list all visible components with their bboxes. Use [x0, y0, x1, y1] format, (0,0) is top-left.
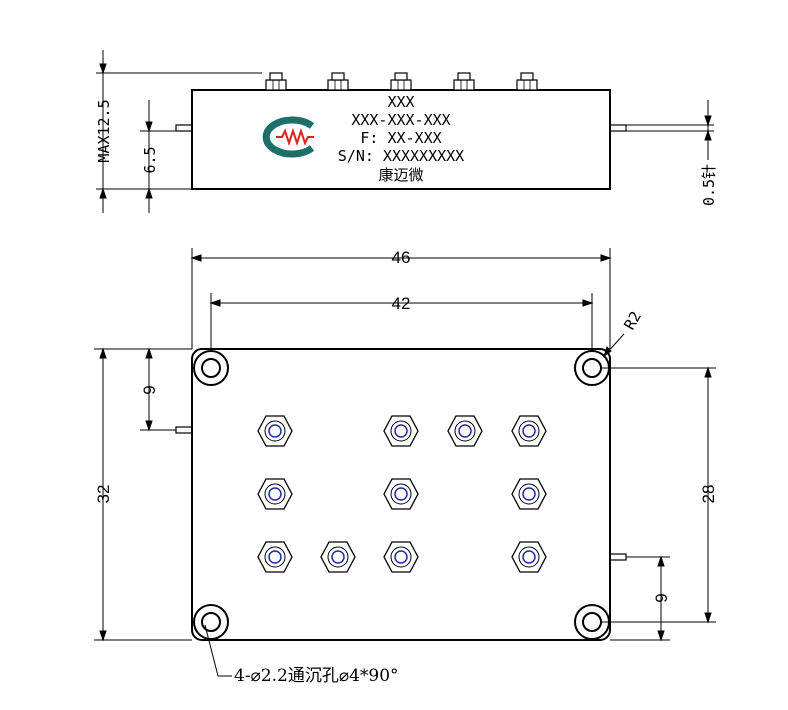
connector — [320, 541, 356, 573]
dim-right-pin-offset — [610, 555, 670, 642]
connector — [447, 415, 483, 447]
logo-c-shape — [262, 116, 315, 158]
mounting-hole — [193, 604, 229, 640]
connector-grid — [257, 415, 547, 573]
side-connector — [516, 72, 538, 91]
dim-hole-spacing-y-label: 28 — [699, 485, 718, 504]
dim-pin-label: 0.5针 — [700, 164, 718, 206]
side-connector — [390, 72, 412, 91]
hole-note-leader — [204, 624, 232, 677]
dim-max-height — [96, 50, 262, 213]
dim-pin — [626, 100, 714, 160]
connector — [257, 541, 293, 573]
dim-total-width — [190, 248, 612, 349]
dim-hole-spacing-y — [600, 366, 716, 624]
label-line-1: XXX — [387, 93, 414, 111]
company-logo — [262, 116, 315, 158]
label-line-3: F: XX-XXX — [360, 129, 441, 147]
dim-hole-spacing-x-label: 42 — [392, 294, 411, 313]
dim-corner-radius — [603, 333, 625, 358]
connector — [383, 478, 419, 510]
label-line-4: S/N: XXXXXXXXX — [338, 147, 464, 165]
dim-max-height-label: MAX12.5 — [95, 99, 113, 162]
dim-left-pin-offset — [140, 347, 176, 432]
dim-hole-spacing-x — [209, 293, 594, 351]
side-connector — [453, 72, 475, 91]
connector — [511, 415, 547, 447]
connector — [511, 541, 547, 573]
top-right-pin — [609, 553, 627, 561]
mounting-hole — [193, 350, 229, 386]
connector — [383, 541, 419, 573]
dim-total-width-label: 46 — [392, 248, 411, 267]
dim-total-height — [94, 347, 192, 642]
logo-wave — [276, 127, 314, 147]
top-view-body — [191, 348, 611, 641]
side-left-pin — [175, 124, 193, 132]
connector — [511, 478, 547, 510]
dim-left-pin-offset-label: 9 — [140, 385, 159, 394]
side-connector — [265, 72, 287, 91]
top-left-pin — [175, 426, 193, 434]
connector — [257, 415, 293, 447]
dim-body-height — [140, 100, 176, 213]
dim-corner-radius-label: R2 — [620, 308, 645, 333]
side-connectors — [265, 72, 538, 91]
side-view: XXX XXX-XXX-XXX F: XX-XXX S/N: XXXXXXXXX… — [95, 50, 718, 213]
dim-body-height-label: 6.5 — [141, 146, 159, 173]
dim-total-height-label: 32 — [94, 485, 113, 504]
top-view: 46 42 R2 32 — [94, 248, 718, 686]
dim-right-pin-offset-label: 9 — [652, 593, 671, 602]
label-line-2: XXX-XXX-XXX — [351, 111, 450, 129]
side-connector — [327, 72, 349, 91]
connector — [383, 415, 419, 447]
hole-note-label: 4-⌀2.2通沉孔⌀4*90° — [234, 666, 399, 686]
label-line-5: 康迈微 — [378, 166, 423, 184]
side-right-pin — [609, 124, 627, 132]
connector — [257, 478, 293, 510]
